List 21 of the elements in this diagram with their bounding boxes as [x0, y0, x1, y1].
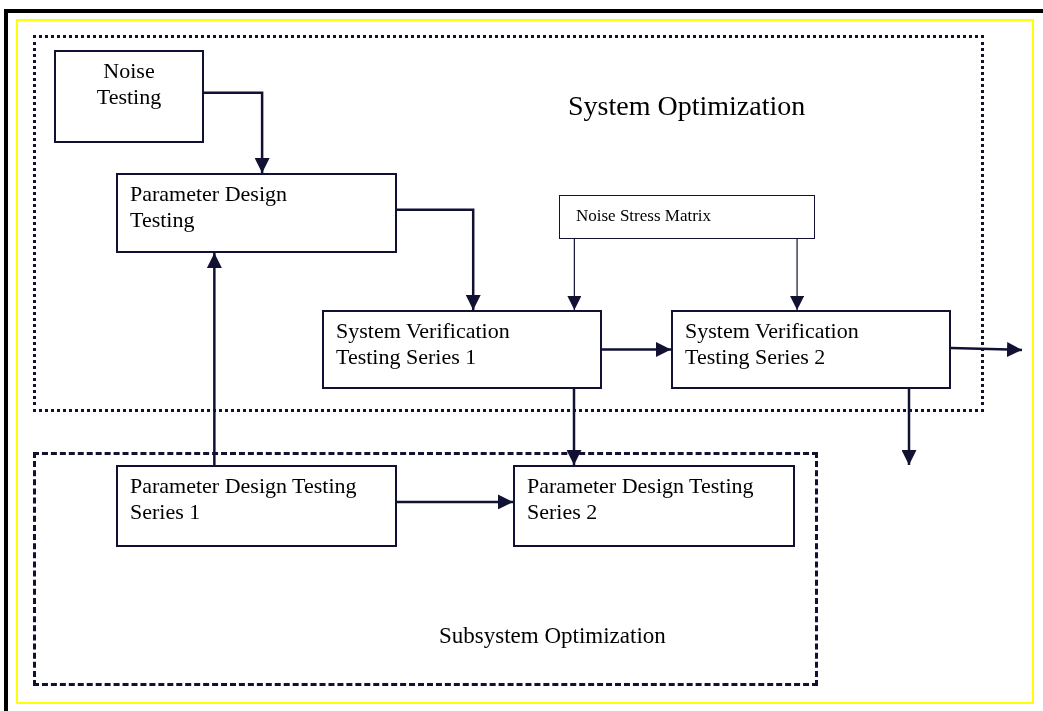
- process-box: Parameter Design Testing Series 2: [513, 465, 795, 547]
- group-title: System Optimization: [568, 90, 806, 122]
- arrow: [397, 208, 481, 310]
- arrow: [901, 389, 917, 465]
- arrow: [790, 238, 805, 311]
- arrow: [204, 91, 270, 173]
- group-frame: [33, 35, 984, 412]
- arrow: [950, 342, 1023, 357]
- process-box: System Verification Testing Series 1: [322, 310, 602, 389]
- arrow: [397, 494, 513, 510]
- process-box: Noise Stress Matrix: [559, 195, 815, 239]
- arrow: [566, 389, 582, 465]
- group-frame: [33, 452, 818, 686]
- process-box: Parameter Design Testing Series 1: [116, 465, 397, 547]
- arrow: [206, 253, 222, 465]
- process-box: Parameter Design Testing: [116, 173, 397, 253]
- arrow: [602, 342, 671, 357]
- group-title: Subsystem Optimization: [439, 623, 666, 649]
- process-box: Noise Testing: [54, 50, 204, 143]
- arrow: [567, 238, 582, 311]
- process-box: System Verification Testing Series 2: [671, 310, 951, 389]
